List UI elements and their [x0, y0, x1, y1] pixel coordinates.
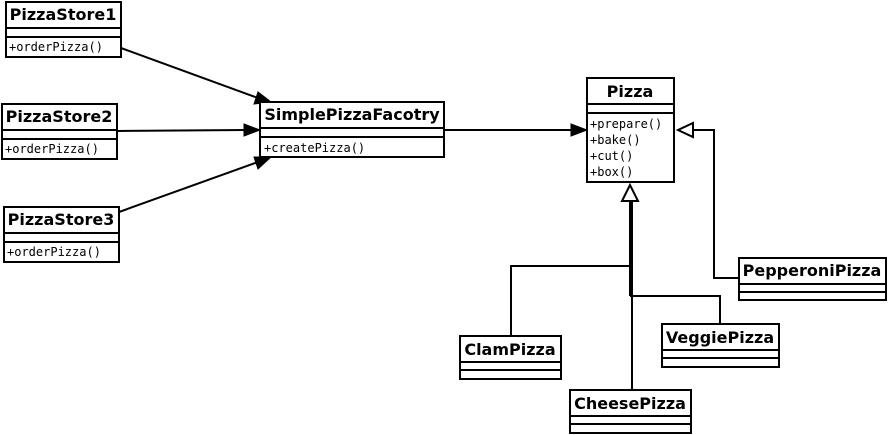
operation: +orderPizza() — [7, 245, 101, 259]
arrowhead-store3-factory — [253, 156, 273, 170]
generalization-clam-pizza — [510, 265, 630, 336]
class-simplepizzafacotry: SimplePizzaFacotry +createPizza() — [259, 101, 445, 158]
class-pizzastore2: PizzaStore2 +orderPizza() — [1, 103, 118, 160]
generalization-arrowhead-bottom — [620, 182, 640, 202]
class-pizzastore3: PizzaStore3 +orderPizza() — [3, 206, 120, 263]
arrowhead-factory-pizza — [570, 123, 589, 137]
class-name: VeggiePizza — [666, 328, 774, 347]
class-name: SimplePizzaFacotry — [264, 105, 440, 124]
class-name: PizzaStore2 — [6, 107, 113, 126]
class-name: PizzaStore3 — [8, 210, 115, 229]
generalization-pepperoni-pizza — [693, 129, 739, 279]
class-clampizza: ClamPizza — [459, 335, 562, 380]
operation: +createPizza() — [264, 141, 365, 155]
operation: +box() — [590, 165, 633, 179]
class-name: PizzaStore1 — [10, 5, 117, 24]
class-cheesepizza: CheesePizza — [569, 389, 692, 434]
class-name: ClamPizza — [464, 340, 555, 359]
class-name: CheesePizza — [574, 394, 686, 413]
class-pepperonipizza: PepperoniPizza — [738, 257, 887, 301]
generalization-veggie-pizza — [630, 295, 721, 324]
association-store3-factory — [118, 161, 259, 213]
connectors — [116, 47, 739, 390]
operation: +prepare() — [590, 117, 662, 131]
class-pizza: Pizza +prepare() +bake() +cut() +box() — [586, 77, 675, 183]
operation: +cut() — [590, 149, 633, 163]
association-store1-factory — [120, 47, 259, 99]
class-pizzastore1: PizzaStore1 +orderPizza() — [5, 1, 122, 58]
arrowhead-store2-factory — [243, 123, 262, 137]
class-name: PepperoniPizza — [743, 261, 882, 280]
class-veggiepizza: VeggiePizza — [661, 323, 780, 368]
operation: +orderPizza() — [9, 40, 103, 54]
operation: +orderPizza() — [5, 142, 99, 156]
operation: +bake() — [590, 133, 641, 147]
generalization-arrowhead-right — [675, 121, 694, 139]
class-name: Pizza — [607, 82, 654, 101]
association-store2-factory — [116, 129, 247, 132]
